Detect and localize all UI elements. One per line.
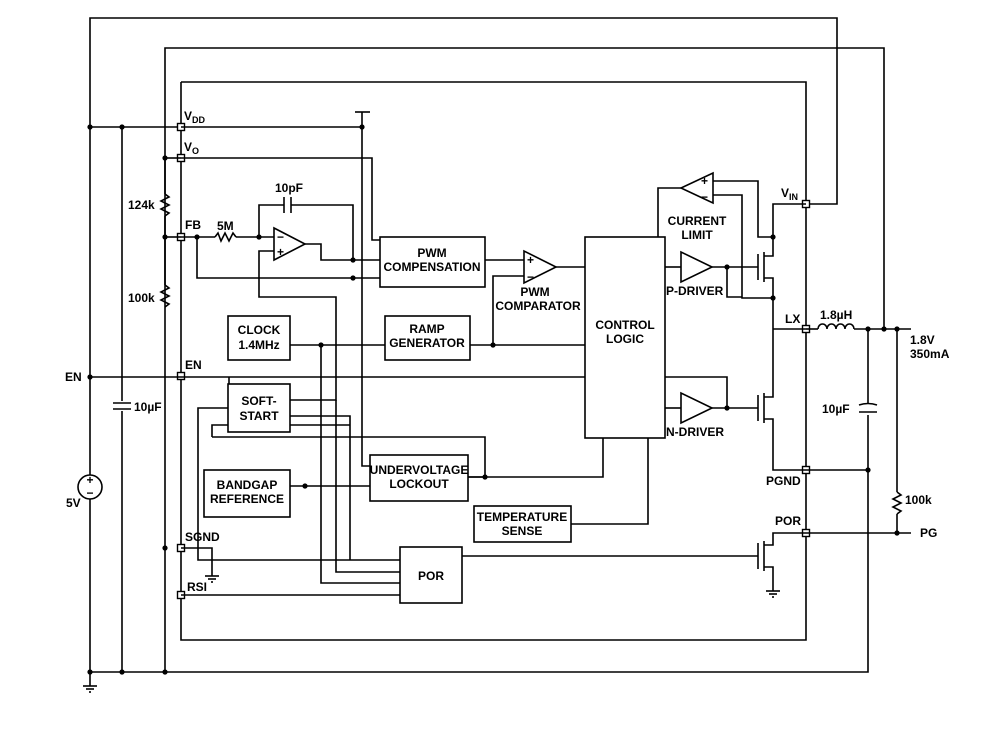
outer-wires	[89, 17, 885, 686]
svg-text:+: +	[277, 245, 284, 259]
ramp-generator-label: RAMP	[409, 322, 444, 336]
error-amp-network: − +	[181, 197, 380, 401]
control-logic-label: CONTROL	[595, 318, 654, 332]
pin-rsi-label: RSI	[187, 580, 207, 594]
svg-text:LOGIC: LOGIC	[606, 332, 644, 346]
current-limit-icon	[679, 171, 714, 205]
r-pullup-label: 100k	[905, 493, 932, 507]
p-driver-label: P-DRIVER	[666, 284, 724, 298]
svg-text:COMPARATOR: COMPARATOR	[495, 299, 581, 313]
por-block-label: POR	[418, 569, 444, 583]
pin-vo-label: VO	[184, 140, 199, 156]
current-limit: + −	[657, 171, 773, 299]
n-driver-icon	[680, 391, 714, 425]
svg-text:GENERATOR: GENERATOR	[389, 336, 465, 350]
p-mosfet-icon	[757, 203, 806, 329]
soft-to-por-wire	[335, 400, 400, 573]
supply-tap	[181, 111, 370, 467]
pin-lx-label: LX	[785, 312, 800, 326]
svg-text:START: START	[239, 409, 279, 423]
pwm-comparator-label: PWM	[520, 285, 549, 299]
svg-text:+: +	[86, 473, 93, 487]
soft-start-block	[227, 383, 291, 433]
pin-pgnd-label: PGND	[766, 474, 801, 488]
svg-text:−: −	[277, 230, 284, 244]
uvlo-to-logic-wire	[468, 438, 604, 478]
ramp-generator-block	[384, 315, 471, 361]
pwm-compensation-block	[379, 236, 486, 288]
svg-text:SENSE: SENSE	[502, 524, 543, 538]
input-capacitor	[112, 401, 132, 411]
inductor-label: 1.8µH	[820, 308, 852, 322]
pg-label: PG	[920, 526, 937, 540]
temperature-sense-label: TEMPERATURE	[477, 510, 567, 524]
feedback-divider	[159, 157, 181, 308]
vo-wire	[181, 157, 380, 241]
bandgap-label: BANDGAP	[217, 478, 278, 492]
r-bottom-label: 100k	[128, 291, 155, 305]
svg-text:LIMIT: LIMIT	[681, 228, 713, 242]
pwm-compensation-label: PWM	[417, 246, 446, 260]
clock-block	[227, 315, 291, 361]
svg-text:−: −	[86, 486, 93, 500]
svg-text:−: −	[527, 270, 534, 284]
c-in-label: 10µF	[134, 400, 162, 414]
output-stage	[806, 323, 911, 534]
pin-fb-label: FB	[185, 218, 201, 232]
pin-vin-label: VIN	[781, 186, 798, 202]
external-en-label: EN	[65, 370, 82, 384]
svg-text:+: +	[527, 253, 534, 267]
error-amp-icon	[273, 226, 307, 262]
p-driver-icon	[680, 250, 714, 284]
output-capacitor	[858, 402, 878, 415]
por-block	[399, 546, 463, 604]
sgnd-ground-icon	[181, 547, 219, 583]
pin-por-label: POR	[775, 514, 801, 528]
ground-icon	[83, 685, 97, 693]
pwm-comparator: + −	[485, 249, 585, 345]
bandgap-block	[203, 469, 291, 518]
pwm-comparator-icon	[523, 249, 558, 285]
current-limit-label: CURRENT	[668, 214, 727, 228]
n-driver-junction	[724, 405, 730, 411]
r-top-label: 124k	[128, 198, 155, 212]
svg-text:REFERENCE: REFERENCE	[210, 492, 284, 506]
ic-boundary	[180, 81, 807, 641]
voltage-source-icon: + −	[77, 473, 103, 500]
svg-text:LOCKOUT: LOCKOUT	[389, 477, 449, 491]
svg-text:COMPENSATION: COMPENSATION	[383, 260, 480, 274]
por-mosfet-icon	[757, 532, 806, 598]
r-fb-label: 5M	[217, 219, 234, 233]
n-mosfet-icon	[757, 329, 806, 471]
source-label: 5V	[66, 496, 81, 510]
uvlo-label: UNDERVOLTAGE	[370, 463, 469, 477]
temp-to-logic-wire	[571, 438, 649, 525]
temperature-sense-block	[473, 505, 572, 543]
junction-dots	[87, 124, 900, 675]
pin-en-label: EN	[185, 358, 202, 372]
n-driver	[665, 376, 758, 425]
p-driver-junction	[724, 264, 730, 270]
pin-sgnd-label: SGND	[185, 530, 220, 544]
clock-label: CLOCK	[238, 323, 281, 337]
svg-text:−: −	[701, 190, 708, 204]
p-driver	[665, 250, 758, 298]
output-current-label: 350mA	[910, 347, 950, 361]
svg-text:+: +	[701, 174, 708, 188]
output-voltage-label: 1.8V	[910, 333, 935, 347]
n-driver-label: N-DRIVER	[666, 425, 724, 439]
c-out-label: 10µF	[822, 402, 850, 416]
soft-start-label: SOFT-	[241, 394, 276, 408]
uvlo-block	[369, 454, 469, 502]
pin-vdd-label: VDD	[184, 109, 206, 125]
control-logic-block	[584, 236, 666, 439]
c-fb-label: 10pF	[275, 181, 303, 195]
svg-text:1.4MHz: 1.4MHz	[238, 338, 279, 352]
